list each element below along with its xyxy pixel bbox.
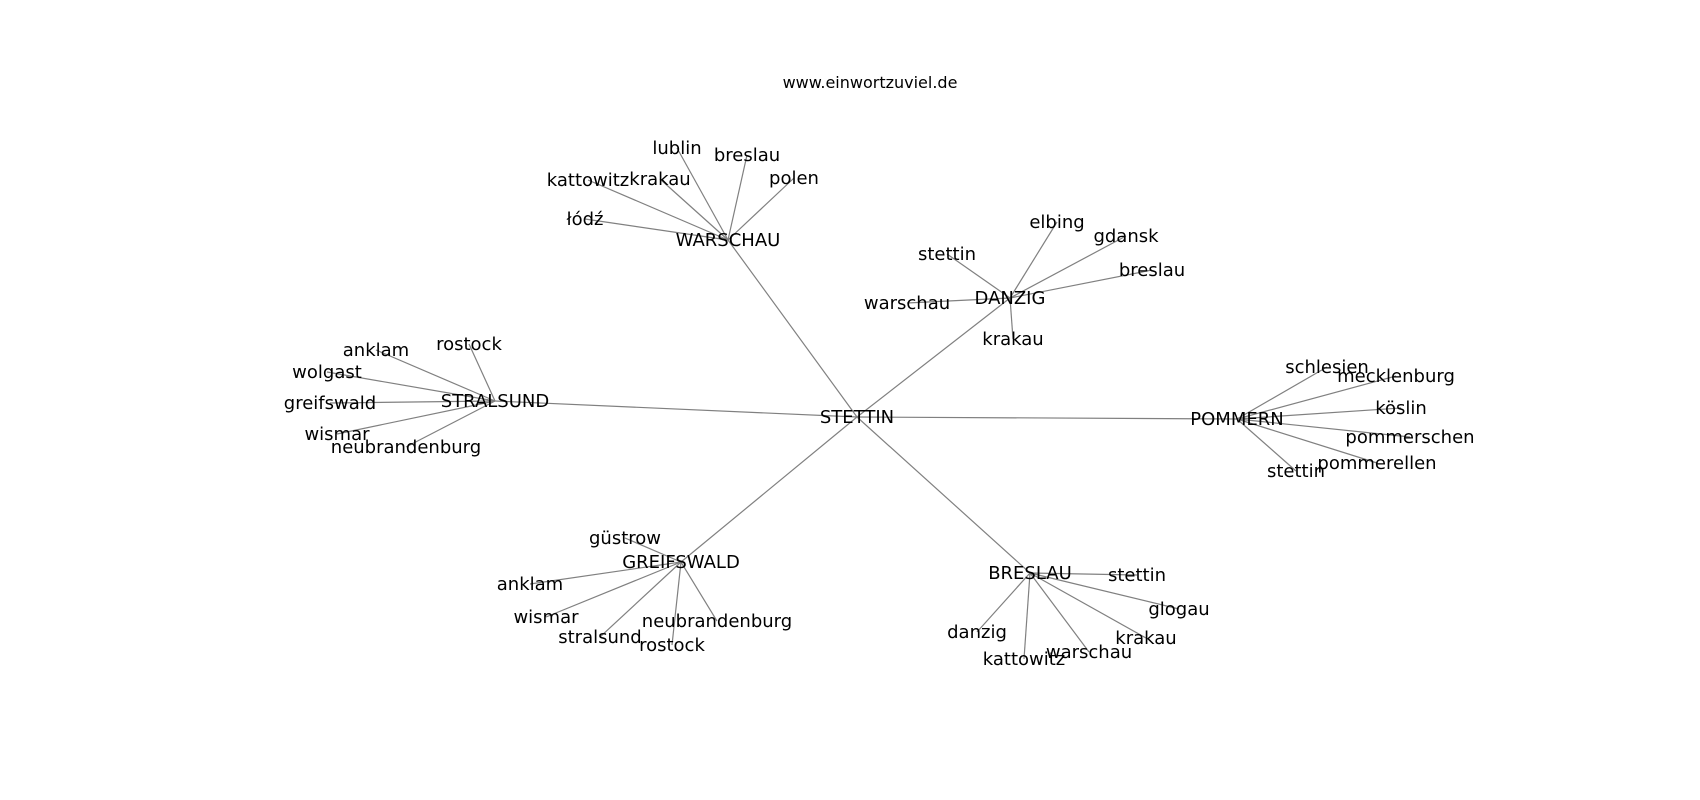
edge-center-warschau (727, 239, 858, 418)
node-leaf-label: neubrandenburg (642, 611, 792, 632)
node-leaf-label: stettin (918, 244, 976, 265)
node-leaf-label: warschau (864, 293, 950, 314)
node-leaf-label: köslin (1375, 398, 1427, 419)
edge-breslau-leaf (1023, 572, 1031, 660)
node-leaf-label: łódź (566, 209, 603, 230)
edge-pommern-leaf (1236, 418, 1411, 438)
node-hub-label: GREIFSWALD (622, 552, 740, 573)
edge-greifswald-leaf (624, 537, 682, 563)
node-leaf-label: wismar (304, 424, 370, 445)
edge-warschau-leaf (676, 147, 729, 241)
node-leaf-label: kattowitz (983, 649, 1066, 670)
node-leaf-label: neubrandenburg (331, 437, 481, 458)
node-leaf-label: breslau (1119, 260, 1185, 281)
edge-warschau-leaf (587, 179, 729, 241)
edge-danzig-leaf (1009, 221, 1058, 299)
edge-danzig-leaf (906, 297, 1011, 304)
edge-danzig-leaf (1009, 297, 1014, 340)
credit-text: www.einwortzuviel.de (783, 73, 958, 92)
edge-danzig-leaf (946, 253, 1011, 299)
edge-pommern-leaf (1236, 366, 1328, 420)
node-leaf-label: kattowitz (547, 170, 630, 191)
edge-warschau-leaf (727, 154, 748, 241)
node-hub-label: POMMERN (1190, 409, 1283, 430)
edge-greifswald-leaf (545, 561, 682, 618)
node-leaf-label: greifswald (284, 393, 376, 414)
edge-center-greifswald (680, 416, 858, 563)
node-leaf-label: krakau (982, 329, 1043, 350)
node-leaf-label: danzig (947, 622, 1007, 643)
node-leaf-label: wismar (513, 607, 579, 628)
node-hub-label: STRALSUND (441, 391, 549, 412)
node-leaf-label: glogau (1148, 599, 1209, 620)
node-hub-label: DANZIG (975, 288, 1046, 309)
edge-stralsund-leaf (329, 400, 496, 404)
edge-danzig-leaf (1009, 235, 1127, 299)
node-leaf-label: wolgast (292, 362, 362, 383)
edge-pommern-leaf (1236, 418, 1297, 472)
node-leaf-label: güstrow (589, 528, 661, 549)
node-leaf-label: stralsund (558, 627, 642, 648)
node-leaf-label: stettin (1267, 461, 1325, 482)
node-leaf-label: lublin (652, 138, 701, 159)
node-leaf-label: pommerellen (1317, 453, 1436, 474)
node-hub-label: WARSCHAU (676, 230, 781, 251)
edge-pommern-leaf (1236, 407, 1402, 420)
edge-greifswald-leaf (529, 561, 682, 585)
edge-greifswald-leaf (599, 561, 682, 638)
edge-danzig-leaf (1009, 269, 1153, 299)
node-leaf-label: rostock (436, 334, 502, 355)
edge-center-danzig (856, 297, 1011, 418)
node-leaf-label: pommerschen (1345, 427, 1474, 448)
node-leaf-label: schlesien (1285, 357, 1369, 378)
edge-breslau-leaf (1029, 572, 1138, 576)
node-leaf-label: gdansk (1093, 226, 1159, 247)
node-hub-label: BRESLAU (988, 563, 1072, 584)
edge-warschau-leaf (584, 218, 729, 241)
edges (326, 147, 1411, 660)
edge-stralsund-leaf (326, 371, 496, 402)
node-leaf-label: stettin (1108, 565, 1166, 586)
node-leaf-label: krakau (629, 169, 690, 190)
edge-stralsund-leaf (336, 400, 496, 435)
edge-center-stralsund (494, 400, 858, 418)
node-center-label: STETTIN (820, 407, 894, 428)
node-leaf-label: breslau (714, 145, 780, 166)
edge-greifswald-leaf (680, 561, 718, 622)
edge-breslau-leaf (976, 572, 1031, 633)
node-leaf-label: krakau (1115, 628, 1176, 649)
node-leaf-label: warschau (1046, 642, 1132, 663)
node-leaf-label: polen (769, 168, 819, 189)
node-leaf-label: rostock (639, 635, 705, 656)
edge-pommern-leaf (1236, 418, 1378, 464)
edge-stralsund-leaf (405, 400, 496, 448)
edge-center-breslau (856, 416, 1031, 574)
node-leaf-label: anklam (343, 340, 409, 361)
node-leaf-label: anklam (497, 574, 563, 595)
edge-center-pommern (856, 416, 1238, 420)
edge-warschau-leaf (727, 177, 795, 241)
edge-greifswald-leaf (671, 561, 682, 646)
edge-stralsund-leaf (375, 349, 496, 402)
edge-pommern-leaf (1236, 375, 1397, 420)
node-leaf-label: elbing (1029, 212, 1084, 233)
edge-breslau-leaf (1029, 572, 1090, 653)
edge-stralsund-leaf (468, 343, 496, 402)
node-leaf-label: mecklenburg (1337, 366, 1455, 387)
edge-breslau-leaf (1029, 572, 1147, 639)
edge-breslau-leaf (1029, 572, 1180, 610)
edge-warschau-leaf (659, 178, 729, 241)
